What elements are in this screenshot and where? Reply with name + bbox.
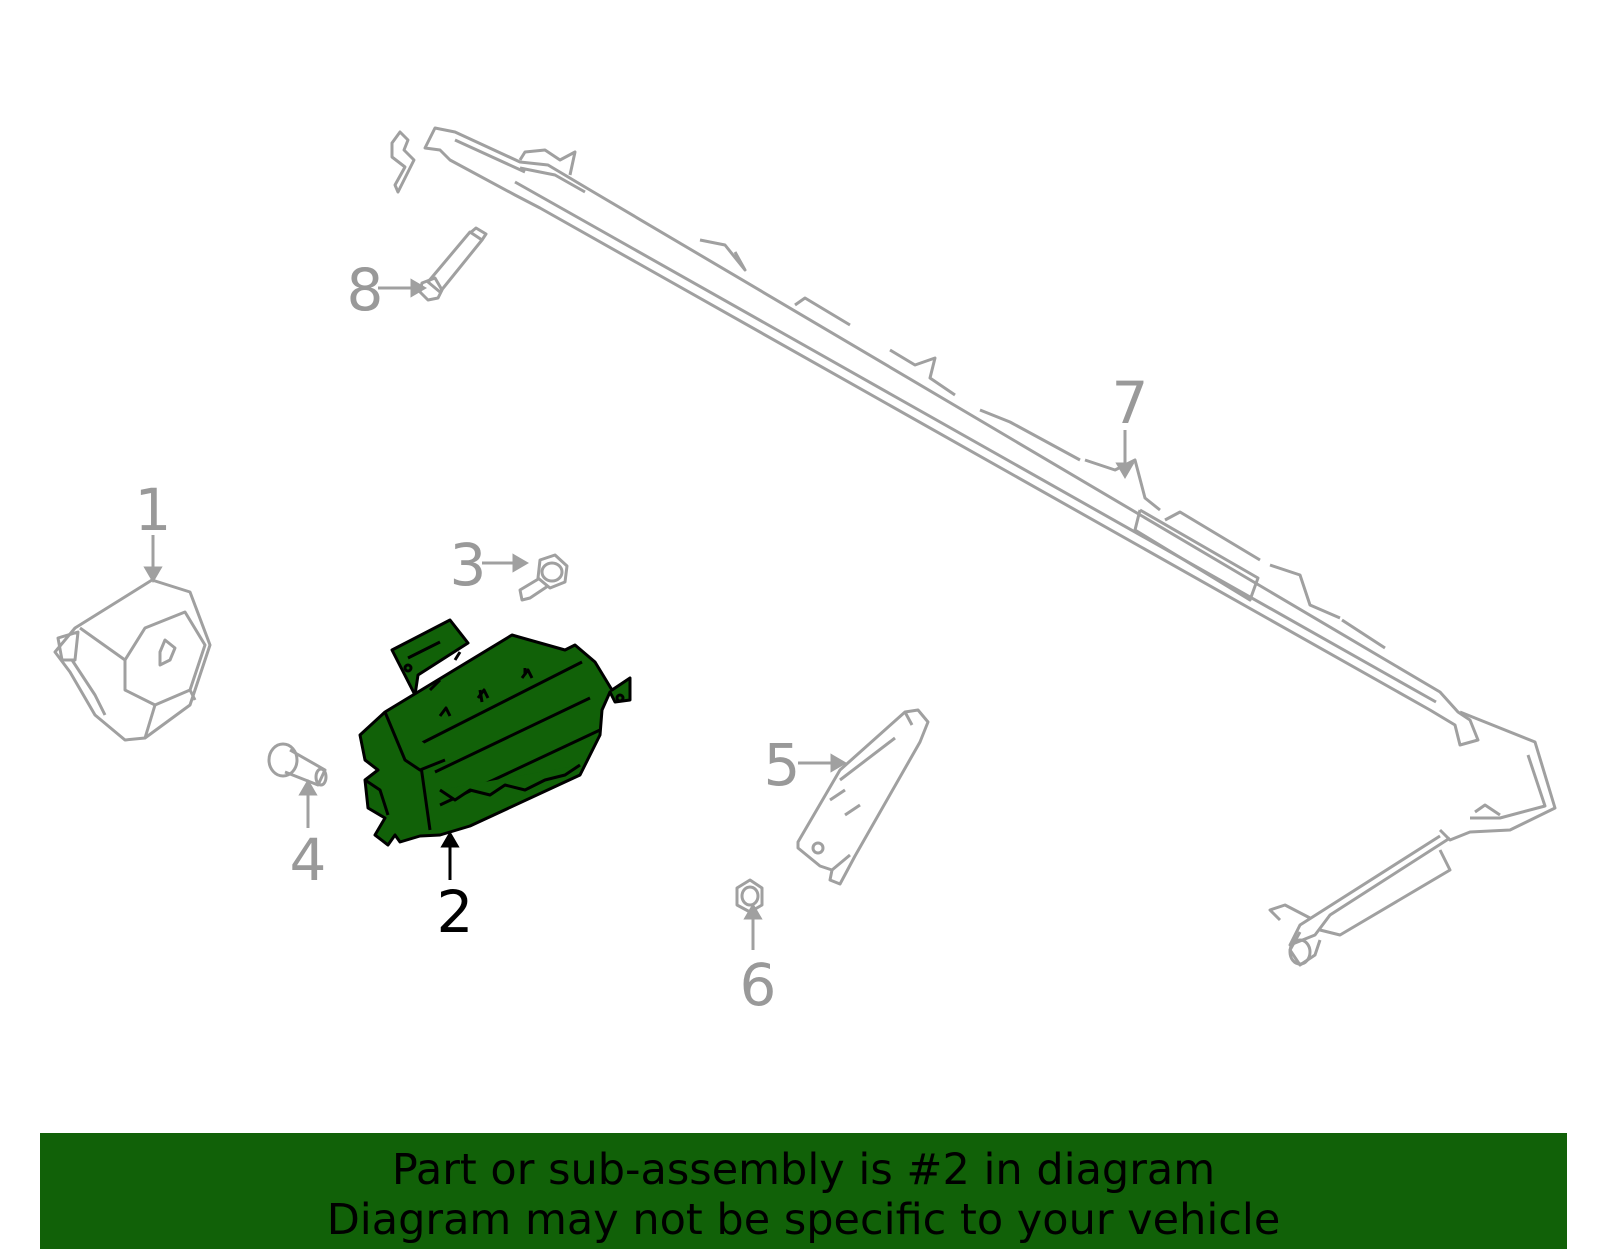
part-4-pin[interactable] — [267, 742, 328, 787]
part-1-driver-airbag[interactable] — [53, 578, 212, 742]
callout-label-6: 6 — [740, 951, 777, 1019]
banner-line-1: Part or sub-assembly is #2 in diagram — [391, 1145, 1216, 1195]
part-5-bracket[interactable] — [796, 708, 930, 886]
callout-label-1: 1 — [135, 476, 172, 544]
part-3-bolt[interactable] — [518, 553, 569, 602]
part-7-curtain-airbag[interactable] — [390, 126, 1557, 967]
callout-label-2: 2 — [437, 878, 474, 946]
info-banner: Part or sub-assembly is #2 in diagram Di… — [40, 1133, 1567, 1249]
part-2-passenger-airbag[interactable] — [358, 618, 632, 847]
part-6-nut[interactable] — [735, 878, 764, 914]
callout-label-7: 7 — [1112, 369, 1149, 437]
callout-label-5: 5 — [764, 731, 801, 799]
callout-arrows — [143, 278, 1135, 950]
callout-label-3: 3 — [450, 531, 487, 599]
callout-label-4: 4 — [290, 826, 327, 894]
callout-label-8: 8 — [347, 256, 384, 324]
banner-line-2: Diagram may not be specific to your vehi… — [326, 1195, 1281, 1245]
part-8-bolt[interactable] — [418, 226, 488, 302]
